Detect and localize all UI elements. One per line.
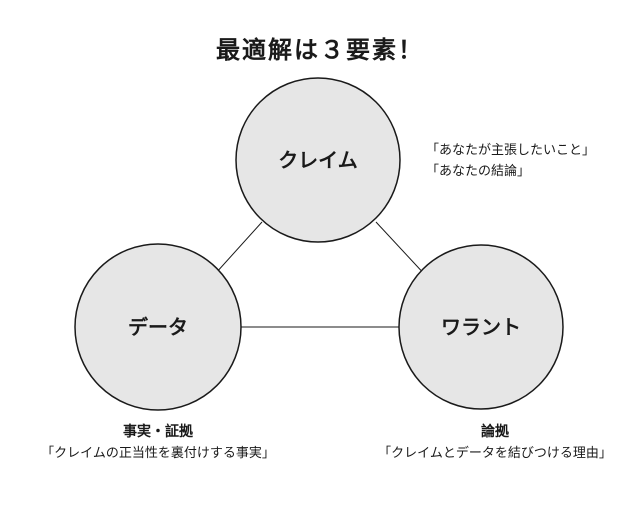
data-note: 事実・証拠 「クレイムの正当性を裏付けする事実」 bbox=[0, 422, 316, 464]
warrant-note-heading: 論拠 bbox=[481, 424, 509, 440]
claim-circle bbox=[235, 77, 401, 243]
diagram-title: 最適解は３要素！ bbox=[216, 36, 424, 64]
data-label: データ bbox=[128, 315, 188, 339]
claim-note-line2: 「あなたの結論」 bbox=[426, 164, 531, 179]
warrant-label: ワラント bbox=[441, 315, 521, 339]
claim-note-line1: 「あなたが主張したいこと」 bbox=[426, 143, 596, 158]
warrant-note: 論拠 「クレイムとデータを結びつける理由」 bbox=[350, 422, 640, 464]
data-note-heading: 事実・証拠 bbox=[123, 424, 193, 440]
edge-claim-warrant bbox=[375, 221, 429, 279]
data-note-line1: 「クレイムの正当性を裏付けする事実」 bbox=[41, 446, 275, 461]
claim-label: クレイム bbox=[278, 148, 358, 172]
data-circle bbox=[74, 243, 242, 411]
warrant-note-line1: 「クレイムとデータを結びつける理由」 bbox=[378, 446, 612, 461]
claim-note: 「あなたが主張したいこと」 「あなたの結論」 bbox=[426, 140, 595, 182]
warrant-circle bbox=[398, 244, 564, 410]
